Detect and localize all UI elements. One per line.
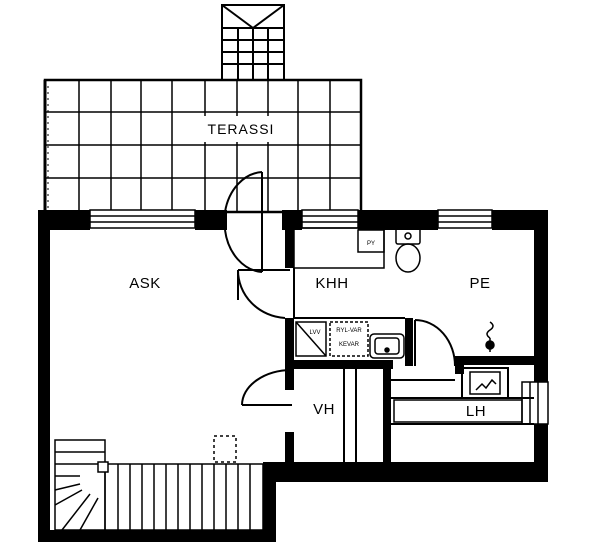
wash-basin xyxy=(369,333,405,359)
window-living xyxy=(89,209,196,229)
utility-counter xyxy=(293,227,385,269)
room-label-living: ASK xyxy=(129,275,161,292)
sauna-stove-icon xyxy=(461,367,509,399)
doors[interactable] xyxy=(224,171,456,406)
door-terrace[interactable] xyxy=(224,171,263,273)
door-utility[interactable] xyxy=(236,269,290,319)
dryer xyxy=(357,229,385,253)
windows xyxy=(89,209,549,425)
distribution-cabinet xyxy=(329,321,369,357)
staircase xyxy=(54,439,264,531)
window-utility xyxy=(301,209,359,229)
fixtures xyxy=(213,227,523,463)
window-wash xyxy=(437,209,493,229)
living-dashed-element xyxy=(213,435,237,463)
fixture-label-distribution: RYL-VAR xyxy=(336,328,362,334)
shower-icon xyxy=(485,321,495,352)
terrace-label: TERASSI xyxy=(208,121,275,137)
terrace: TERASSI xyxy=(43,4,363,214)
room-label-wash: PE xyxy=(469,275,490,292)
water-heater xyxy=(295,321,327,357)
room-label-sauna: LH xyxy=(466,403,486,420)
fixture-label-cabinet: KEVAR xyxy=(339,342,360,348)
terrace-steps xyxy=(221,4,285,81)
fixture-label-dryer: PY xyxy=(367,241,375,247)
outer-walls xyxy=(38,210,548,542)
toilet-bowl xyxy=(395,227,421,273)
window-sauna xyxy=(521,381,549,425)
interior-walls xyxy=(285,228,535,474)
room-label-utility: KHH xyxy=(315,275,348,292)
terrace-tiles xyxy=(43,78,363,214)
room-label-toilet: VH xyxy=(313,401,335,418)
door-toilet[interactable] xyxy=(241,369,293,406)
fixture-label-water-heater: LVV xyxy=(310,330,321,336)
door-wash[interactable] xyxy=(414,319,456,367)
sauna-bench xyxy=(393,399,523,423)
